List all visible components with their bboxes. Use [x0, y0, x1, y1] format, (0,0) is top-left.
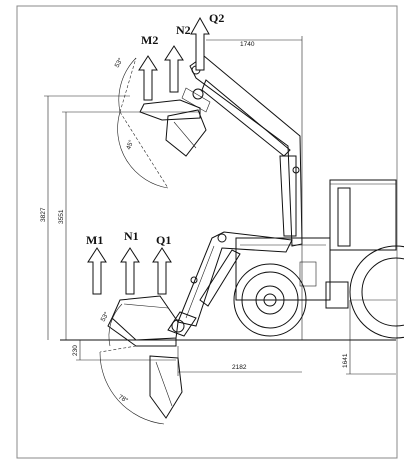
arrow-n2 — [164, 45, 184, 93]
arrow-m2 — [138, 55, 158, 101]
arc-top-dump — [117, 111, 169, 189]
bucket-raised-dumped — [165, 109, 207, 157]
dim-ground-reach: 2182 — [232, 364, 247, 371]
dim-pin-height: 3551 — [58, 209, 65, 224]
loader-arm-lower — [167, 231, 293, 337]
label-m1: M1 — [86, 233, 103, 247]
arc-top-rollback — [118, 57, 137, 113]
arrow-q2 — [190, 16, 210, 71]
arc-ground-rollback — [108, 303, 123, 347]
arrow-q1 — [152, 247, 172, 295]
label-q1: Q1 — [156, 233, 171, 247]
arrow-n1 — [120, 247, 140, 295]
loader-arm-upper — [181, 55, 303, 247]
dim-max-height: 3827 — [40, 207, 47, 222]
page-border — [16, 5, 398, 459]
bucket-ground-dumped — [149, 355, 183, 419]
label-n1: N1 — [124, 229, 139, 243]
arc-ground-dump — [99, 351, 165, 425]
dim-dig-depth: 230 — [72, 345, 79, 356]
arrow-m1 — [87, 247, 107, 295]
tractor — [233, 179, 404, 339]
label-n2: N2 — [176, 23, 191, 37]
label-m2: M2 — [141, 33, 158, 47]
dim-top-reach: 1740 — [240, 41, 255, 48]
dim-axle-height: 1641 — [342, 353, 349, 368]
angle-top-dump: 45° — [124, 138, 135, 150]
label-q2: Q2 — [209, 11, 224, 25]
